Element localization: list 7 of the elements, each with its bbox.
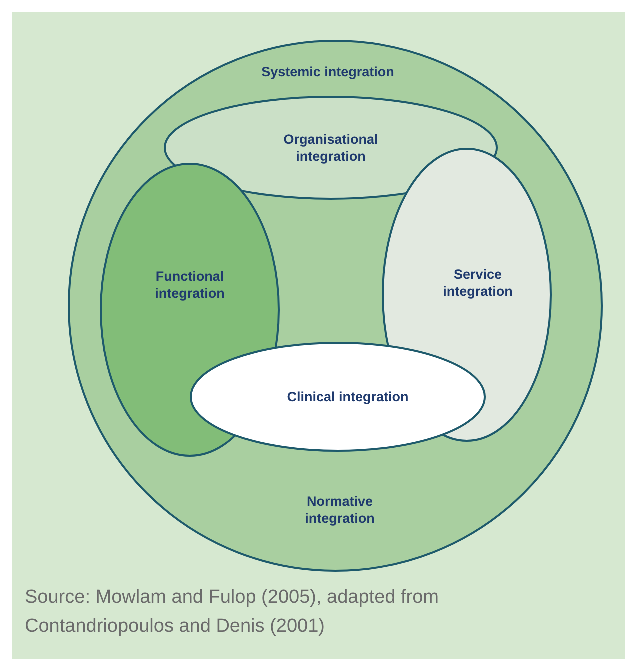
node-label: Functional integration <box>154 268 226 302</box>
source-caption: Source: Mowlam and Fulop (2005), adapted from Contandriopoulos and Denis (2001) <box>25 586 440 639</box>
node-label: Service integration <box>442 266 514 300</box>
node-label: Organisational integration <box>282 131 380 165</box>
node-label: Systemic integration <box>260 64 396 80</box>
node-label: Normative integration <box>304 493 376 527</box>
node-label: Clinical integration <box>286 388 410 406</box>
